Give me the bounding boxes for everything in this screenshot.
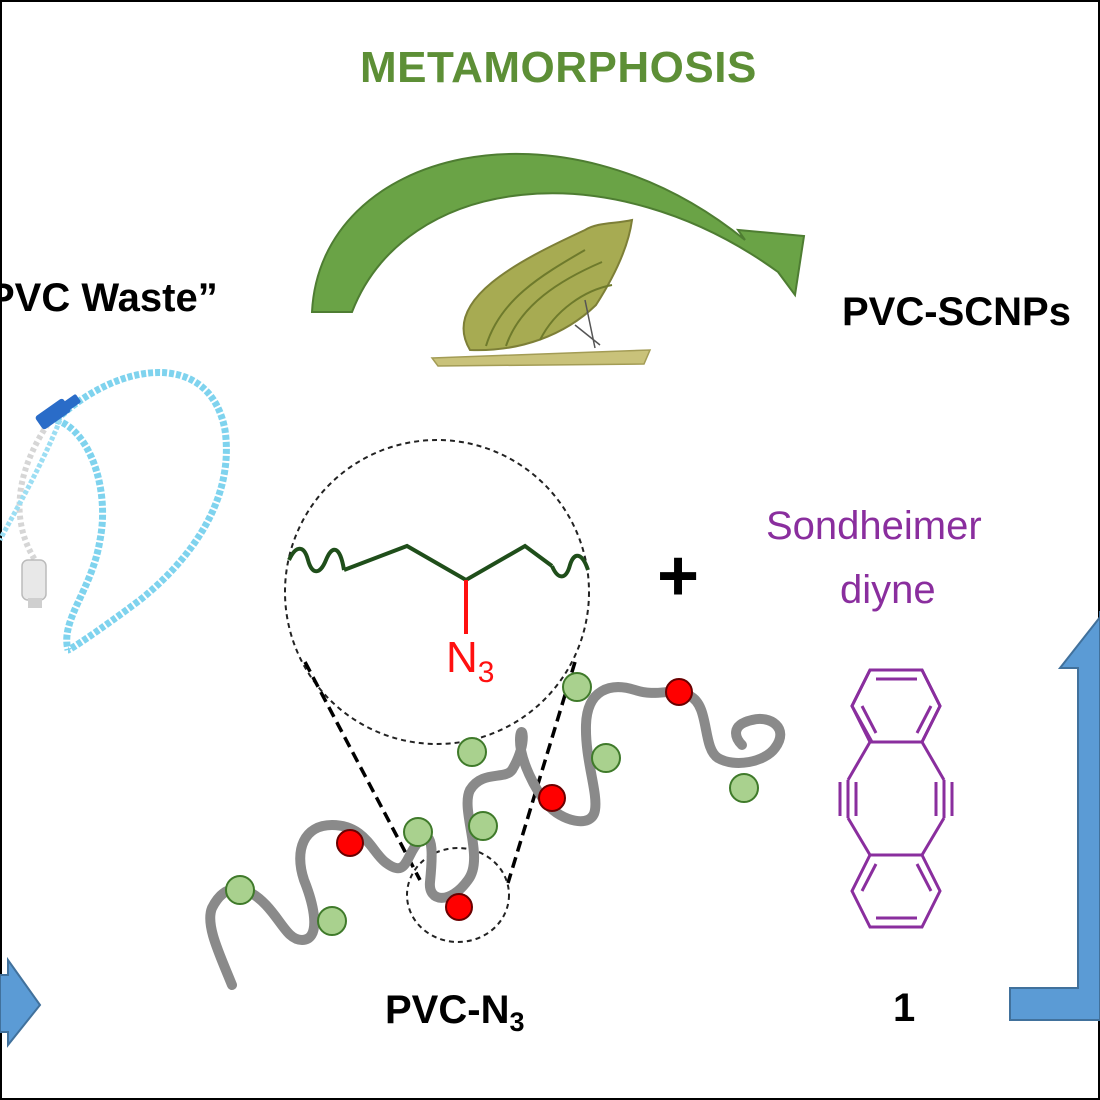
green-bead	[225, 875, 255, 905]
azide-main: N	[446, 633, 478, 682]
zoom-inset	[284, 439, 590, 943]
green-bead	[457, 737, 487, 767]
blue-flow-arrow-icon	[0, 611, 1100, 1048]
red-bead	[538, 784, 566, 812]
polymer-backbone-inset	[287, 543, 590, 634]
plus-sign: +	[657, 536, 700, 616]
green-bead	[591, 743, 621, 773]
green-beads	[225, 672, 759, 936]
pvc-n3-label: PVC-N3	[385, 988, 524, 1036]
pvc-n3-subscript: 3	[509, 1007, 525, 1037]
red-bead	[665, 678, 693, 706]
chrysalis-icon	[430, 218, 652, 367]
compound-number-label: 1	[893, 986, 916, 1030]
sondheimer-diyne-structure	[838, 668, 954, 929]
catheter-tube-icon	[0, 369, 230, 654]
sondheimer-label-line2: diyne	[840, 568, 936, 612]
curved-arrow-icon	[310, 152, 806, 313]
pvc-n3-main: PVC-N	[385, 988, 510, 1032]
azide-group-label: N3	[446, 633, 494, 688]
red-beads	[336, 678, 693, 921]
green-bead	[317, 906, 347, 936]
green-bead	[729, 773, 759, 803]
polymer-chain	[205, 682, 786, 990]
red-bead	[336, 829, 364, 857]
green-bead	[468, 811, 498, 841]
red-bead	[445, 893, 473, 921]
green-bead	[562, 672, 592, 702]
azide-subscript: 3	[477, 656, 495, 689]
metamorphosis-title: METAMORPHOSIS	[360, 43, 757, 92]
pvc-waste-label: PVC Waste”	[0, 276, 218, 320]
sondheimer-label-line1: Sondheimer	[766, 504, 982, 548]
pvc-scnps-label: PVC-SCNPs	[842, 290, 1071, 334]
green-bead	[403, 817, 433, 847]
